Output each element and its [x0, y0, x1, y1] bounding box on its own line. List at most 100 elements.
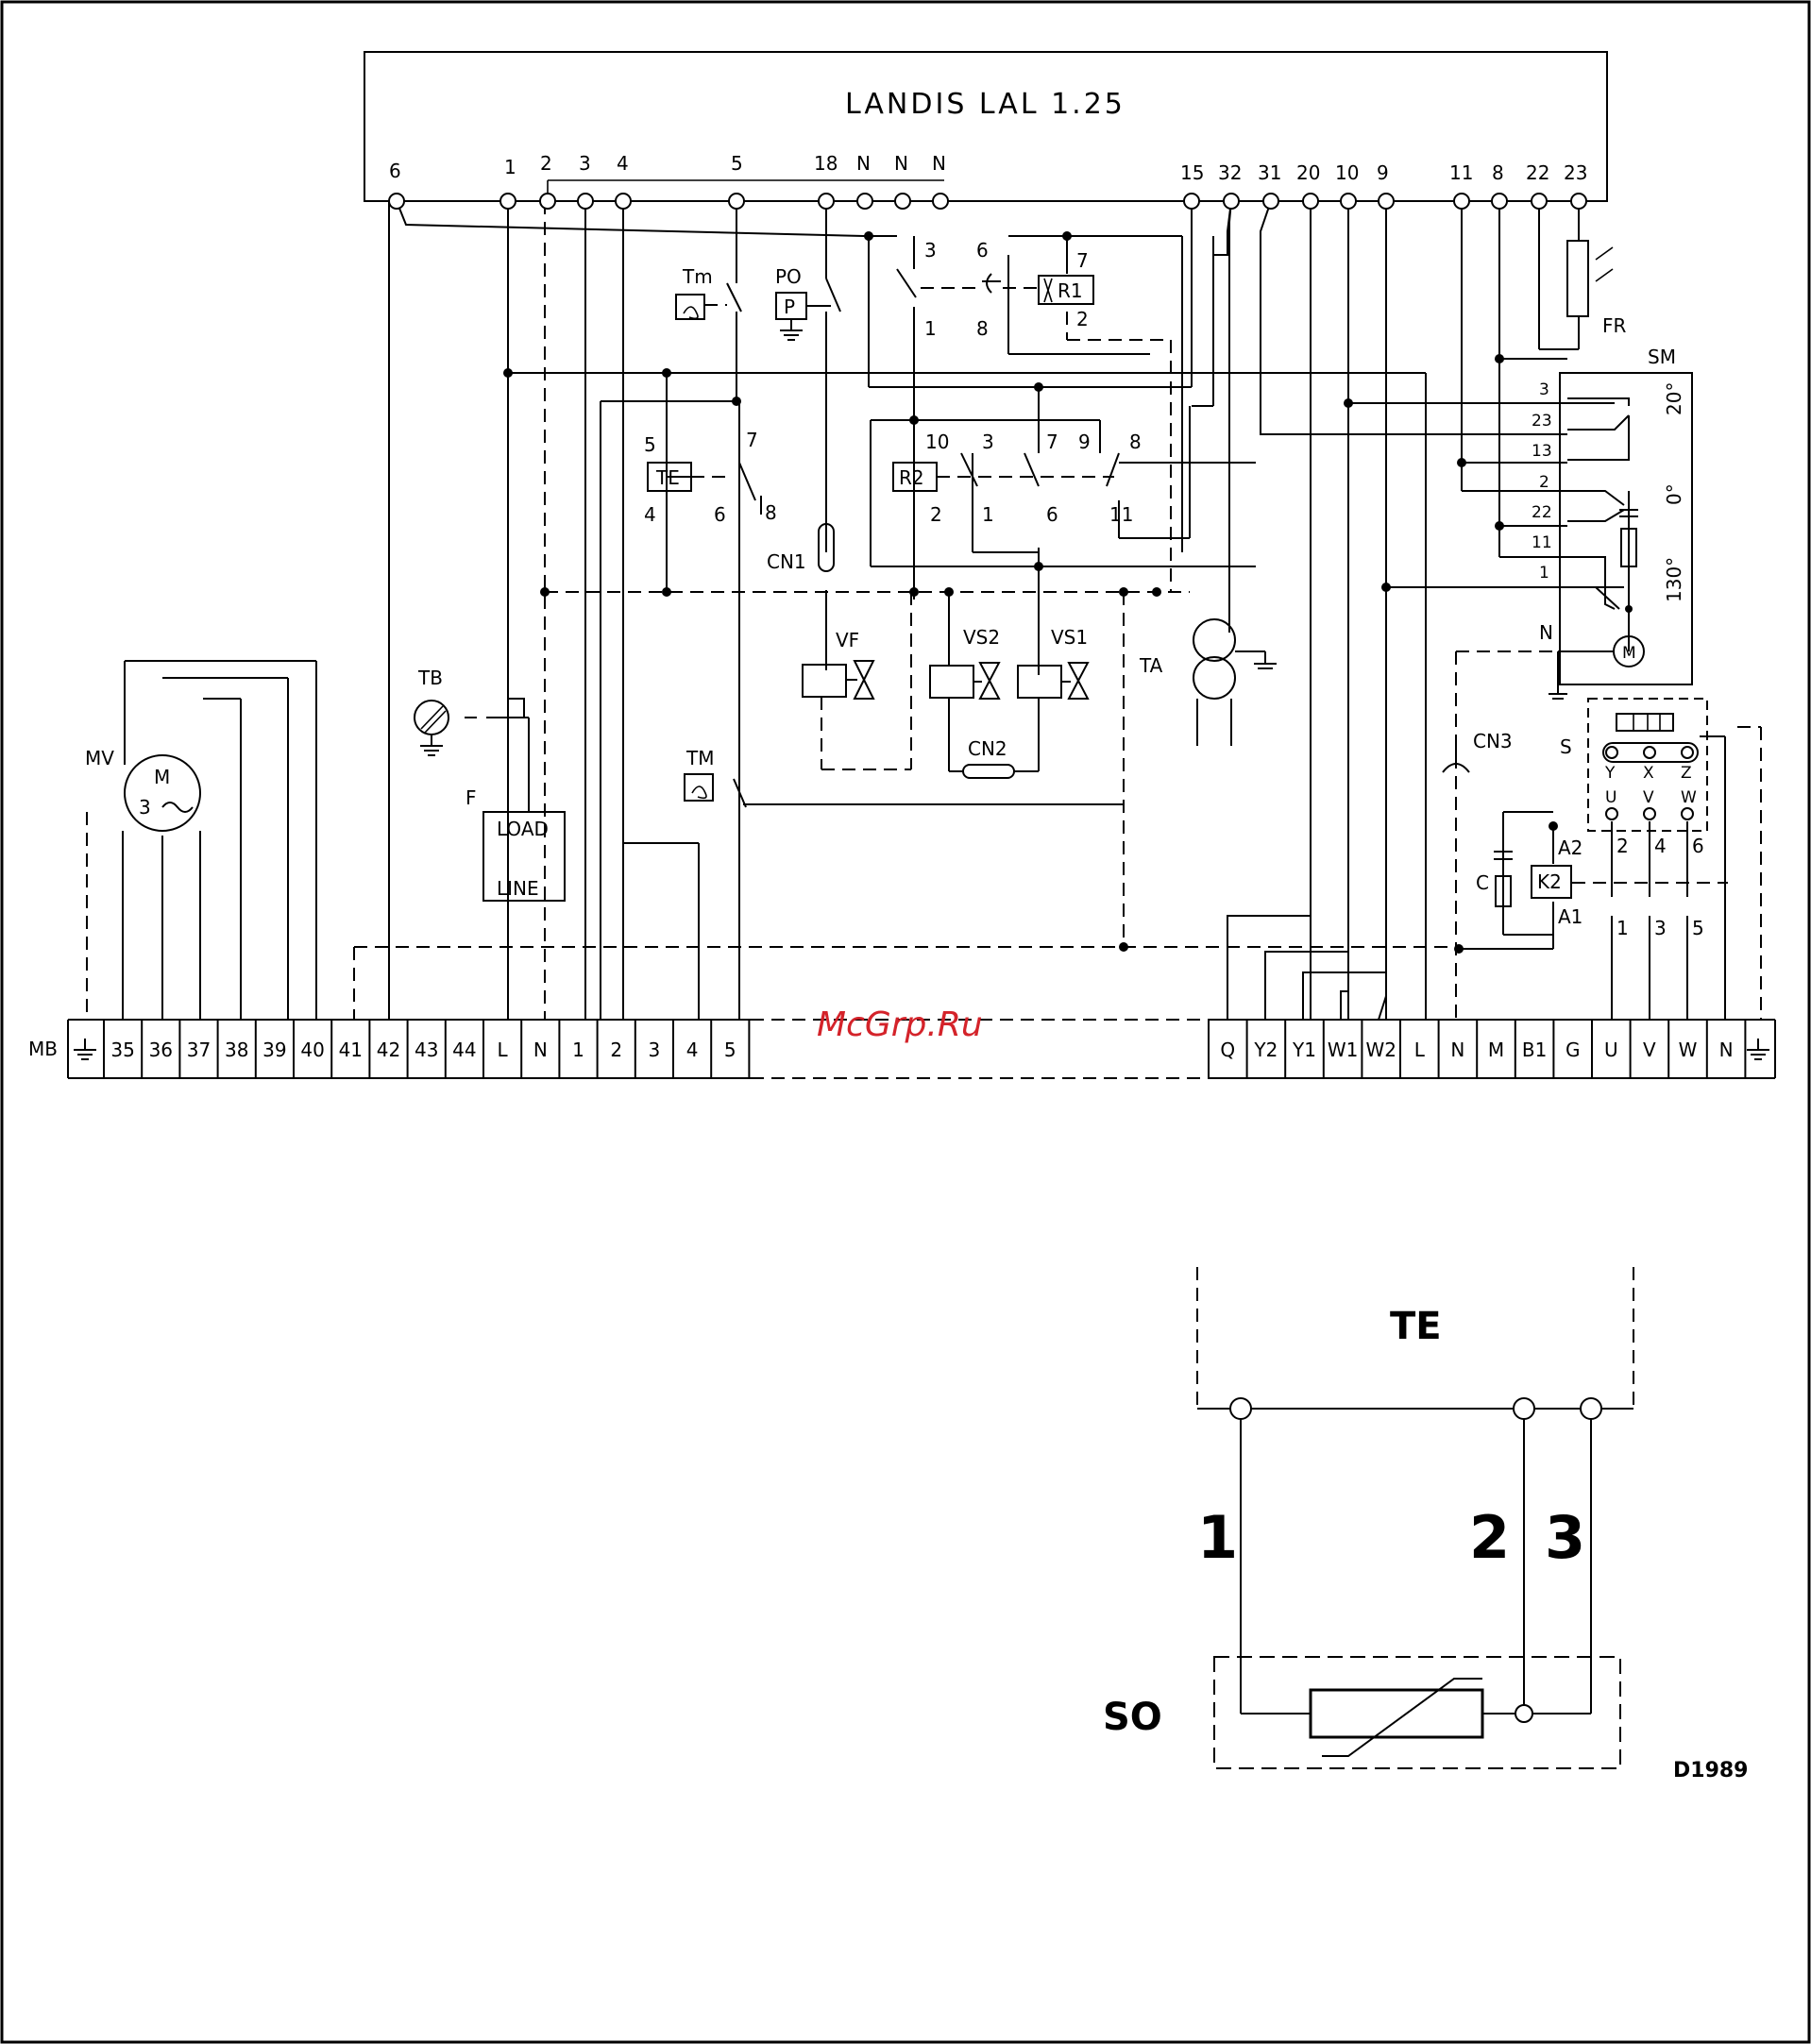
mb-left-terminal-label: 40: [300, 1039, 324, 1061]
r1-label: R1: [1058, 279, 1083, 302]
r2-8-label: 8: [1129, 431, 1142, 453]
terminal-label: 15: [1180, 161, 1204, 184]
po-label: PO: [775, 265, 802, 288]
detail-te-label: TE: [1390, 1305, 1442, 1348]
cn1-label: CN1: [767, 550, 806, 573]
mb-right-terminal-label: M: [1488, 1039, 1504, 1061]
r2-10-label: 10: [925, 431, 949, 453]
mb-right-terminal-label: V: [1643, 1039, 1656, 1061]
mb-left-terminal-label: 1: [572, 1039, 584, 1061]
te-5-label: 5: [644, 433, 656, 456]
te-label: TE: [655, 466, 680, 489]
terminal-label: N: [856, 152, 871, 175]
sm-n-label: N: [1539, 621, 1553, 644]
detail-wire-label: 1: [1197, 1503, 1238, 1572]
junctions: [503, 231, 1558, 954]
fr-label: FR: [1602, 314, 1627, 337]
s-switch: S Y X Z U V W 2 4 6 1 3 5: [1560, 698, 1708, 939]
a2-label: A2: [1558, 836, 1583, 859]
r2-relay: R2 10 3 7 9 8 2 1 6 11: [892, 431, 1142, 526]
mb-left-terminal-label: 43: [415, 1039, 438, 1061]
s-terminal-label: Y: [1604, 764, 1616, 783]
mb-right-terminal-label: Q: [1220, 1039, 1235, 1061]
mv-motor: MV M 3: [85, 747, 201, 832]
sm-terminal-label: 1: [1539, 564, 1549, 583]
k2-contactor: A2 K2 A1 C: [1476, 836, 1583, 928]
k2-terminal-label: 6: [1692, 835, 1704, 857]
r1-6-label: 6: [976, 239, 989, 262]
mb-left-terminal-label: 5: [724, 1039, 736, 1061]
te-so-detail: TE 1 2 3 SO D1989: [1103, 1267, 1749, 1782]
r1-2-label: 2: [1076, 308, 1089, 330]
sm-angle-label: 0°: [1663, 483, 1685, 505]
vs2-label: VS2: [963, 626, 1000, 649]
r2-9-label: 9: [1078, 431, 1091, 453]
terminal-label: 22: [1526, 161, 1549, 184]
mv-three-label: 3: [139, 796, 151, 819]
mb-right-terminal-label: W: [1679, 1039, 1698, 1061]
watermark-text: McGrp.Ru: [817, 1005, 983, 1044]
sm-angle-label: 130°: [1663, 557, 1685, 602]
sm-angle-label: 20°: [1663, 382, 1685, 415]
mb-left-terminal-label: 35: [110, 1039, 134, 1061]
f-label: F: [465, 786, 477, 809]
r1-3-label: 3: [924, 239, 937, 262]
po-pressure-switch: PO P: [775, 265, 841, 341]
tm-8-label: 8: [765, 501, 777, 524]
vf-label: VF: [836, 629, 859, 651]
mv-label: MV: [85, 747, 114, 769]
s-terminal-label: W: [1681, 788, 1697, 807]
s-terminal-label: X: [1643, 764, 1654, 783]
terminal-label: 8: [1492, 161, 1504, 184]
r1-7-label: 7: [1076, 249, 1089, 272]
terminal-label: 31: [1258, 161, 1281, 184]
line-label: LINE: [497, 877, 539, 900]
tm2-label: TM: [685, 747, 714, 769]
mb-right-terminal-label: N: [1719, 1039, 1734, 1061]
mv-m-label: M: [154, 766, 170, 788]
sm-m-label: M: [1622, 644, 1636, 663]
vs1-label: VS1: [1051, 626, 1088, 649]
a1-label: A1: [1558, 905, 1583, 928]
mb-right-terminal-label: U: [1604, 1039, 1618, 1061]
te-4-label: 4: [644, 503, 656, 526]
tb-label: TB: [417, 667, 443, 689]
terminal-label: 11: [1449, 161, 1473, 184]
terminal-label: 23: [1564, 161, 1587, 184]
tm-7-label: 7: [746, 429, 758, 451]
mb-left-terminal-label: 42: [377, 1039, 400, 1061]
mb-left-terminal-label: 37: [187, 1039, 211, 1061]
terminal-label: 4: [617, 152, 629, 175]
r2-1-label: 1: [982, 503, 994, 526]
fuse-f: F LOAD LINE: [465, 786, 566, 902]
sm-terminal-label: 22: [1532, 503, 1552, 522]
sm-servomotor: SM 3 23 13 2 22 11 1 20° 0° 130° N M: [1532, 346, 1693, 700]
cn3-label: CN3: [1473, 730, 1513, 752]
r2-11-label: 11: [1109, 503, 1133, 526]
te-block: 5 TE 4 7 8 6: [644, 429, 777, 526]
mb-label: MB: [28, 1038, 58, 1060]
sm-terminal-label: 11: [1532, 533, 1552, 552]
fr-photocell: FR: [1566, 240, 1627, 337]
terminal-label: 20: [1296, 161, 1320, 184]
terminal-label: 1: [504, 156, 516, 178]
mb-left-terminal-label: 41: [339, 1039, 363, 1061]
cn2-label: CN2: [968, 737, 1007, 760]
control-box-title: LANDIS LAL 1.25: [845, 88, 1126, 121]
detail-so-label: SO: [1103, 1696, 1162, 1739]
s-terminal-label: V: [1643, 788, 1654, 807]
ta-label: TA: [1139, 654, 1163, 677]
r2-3-label: 3: [982, 431, 994, 453]
r2-label: R2: [899, 466, 924, 489]
p-label: P: [784, 296, 795, 318]
mb-left-terminal-label: L: [498, 1039, 509, 1061]
k2-terminal-label: 4: [1654, 835, 1667, 857]
control-terminal-labels: 6 1 2 3 4 5 18 N N N 15 32 31 20 10 9 11…: [389, 152, 1587, 184]
r1-1-label: 1: [924, 317, 937, 340]
mb-left-terminal-label: 4: [686, 1039, 699, 1061]
wiring: [86, 179, 1762, 1021]
terminal-label: N: [894, 152, 908, 175]
mb-right-terminal-label: G: [1566, 1039, 1581, 1061]
terminal-label: 2: [540, 152, 552, 175]
